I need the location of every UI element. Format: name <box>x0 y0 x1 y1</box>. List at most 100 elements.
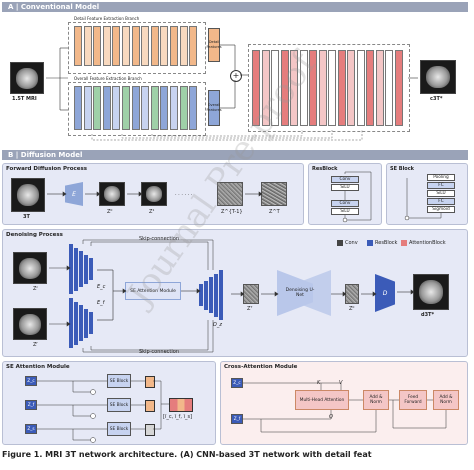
layer-bar <box>112 86 121 130</box>
z-t-1-label: Z^{T-1} <box>221 209 243 215</box>
layer-bar <box>189 86 198 130</box>
resblock-silu-1: SiLU <box>331 184 359 191</box>
seblock-sigmoid: Sigmoid <box>427 206 455 213</box>
final-decoder: D <box>375 274 395 312</box>
layer-bar <box>83 86 92 130</box>
zf-label: Zᶠ <box>33 342 38 348</box>
section-b-header: B | Diffusion Model <box>2 150 468 160</box>
denoising-title: Denoising Process <box>6 232 63 238</box>
layer-bar <box>141 26 150 66</box>
layer-bar <box>160 26 169 66</box>
z0-label: Z⁰ <box>107 209 113 215</box>
layer-bar <box>83 26 92 66</box>
encoder-ef-label: E_f <box>97 300 105 306</box>
layer-bar <box>252 50 260 126</box>
layer-bar <box>170 86 178 130</box>
overall-features-block: Overall Features <box>206 90 222 126</box>
layer-bar <box>131 86 140 130</box>
encoder-layer <box>89 258 93 280</box>
layer-bar <box>93 26 102 66</box>
3t-input-cube <box>11 178 45 212</box>
layer-bar <box>271 50 279 126</box>
se-input-zs: Z_s <box>25 424 37 434</box>
forward-dots: · · · · · · <box>175 192 193 198</box>
layer-bar <box>366 50 374 126</box>
cross-attention-arrows <box>243 382 447 433</box>
legend-attention: AttentionBlock <box>409 240 446 246</box>
mri-1.5t-input-cube <box>10 62 44 94</box>
layer-bar <box>150 86 159 130</box>
section-a-header: A | Conventional Model <box>2 2 468 12</box>
feed-forward: Feed Forward <box>399 390 427 410</box>
layer-bar <box>356 50 365 126</box>
layer-bar <box>141 86 150 130</box>
cross-attention-panel: Cross-Attention Module Z_c Z_f K V Q Mul… <box>220 361 468 445</box>
seblock-pooling: Pooling <box>427 174 455 181</box>
seblock-arrows <box>404 178 442 221</box>
legend-conv-swatch <box>337 240 343 246</box>
layer-bar <box>394 50 403 126</box>
seblock-silu: SiLU <box>427 190 455 197</box>
zt-label: Z^T <box>269 209 280 215</box>
legend-conv: Conv <box>345 240 358 246</box>
conventional-model-panel: 1.5T MRI Detail Feature Extraction Branc… <box>2 14 468 146</box>
encoder-layer <box>79 305 83 341</box>
forward-diffusion-panel: Forward Diffusion Process 3T E Z⁰ Z¹ · ·… <box>2 163 304 225</box>
layer-bar <box>74 26 82 66</box>
input-label: 1.5T MRI <box>12 96 37 102</box>
3t-label: 3T <box>23 214 30 220</box>
encoder-layer <box>89 312 93 334</box>
ca-input-zf: Z_f <box>231 414 243 424</box>
zt-noise-label: Zᵀ <box>247 306 253 312</box>
forward-diffusion-title: Forward Diffusion Process <box>6 166 88 172</box>
resblock-conv-1: Conv <box>331 176 359 183</box>
overall-branch-frame <box>68 82 206 136</box>
detail-layer-stack <box>74 26 200 66</box>
zf-input-cube <box>13 308 47 340</box>
resblock-panel: ResBlock Conv SiLU Conv SiLU <box>308 163 382 225</box>
forward-encoder-label: E <box>72 190 76 198</box>
legend-resblock-swatch <box>367 240 373 246</box>
layer-bar <box>189 26 198 66</box>
layer-bar <box>170 26 178 66</box>
seblock-fc-2: FC <box>427 198 455 205</box>
encoder-layer <box>74 301 78 345</box>
d3t-output-cube <box>413 274 449 310</box>
layer-bar <box>385 50 393 126</box>
zc-input-cube <box>13 252 47 284</box>
encoder-layer <box>69 244 73 294</box>
layer-bar <box>112 26 121 66</box>
encoder-layer <box>84 308 88 338</box>
se-concat-output <box>169 398 193 412</box>
seblock-panel: SE Block Pooling FC SiLU FC Sigmoid <box>386 163 468 225</box>
concat-operator: + <box>230 70 242 82</box>
output-label: c3T* <box>430 96 443 102</box>
layer-bar <box>179 26 188 66</box>
add-norm-2: Add & Norm <box>433 390 459 410</box>
layer-bar <box>93 86 102 130</box>
encoder-layer <box>209 277 213 313</box>
layer-bar <box>131 26 140 66</box>
ca-input-zc: Z_c <box>231 378 243 388</box>
layer-bar <box>309 50 317 126</box>
layer-bar <box>299 50 308 126</box>
skip-connection-top: Skip-connection <box>139 236 179 242</box>
layer-bar <box>160 86 169 130</box>
layer-bar <box>328 50 336 126</box>
seblock-title: SE Block <box>390 166 415 172</box>
resblock-title: ResBlock <box>312 166 338 172</box>
se-attention-arrows <box>37 380 169 443</box>
layer-bar <box>375 50 384 126</box>
se-output-2 <box>145 400 155 412</box>
detail-features-block: Detail Features <box>206 28 222 62</box>
seblock-fc-1: FC <box>427 182 455 189</box>
encoder-layer <box>214 273 218 317</box>
decoder-dz-label: D_z <box>213 322 222 328</box>
layer-bar <box>261 50 270 126</box>
denoising-arrows <box>49 239 415 353</box>
forward-encoder: E <box>65 182 83 206</box>
final-decoder-label: D <box>382 289 388 297</box>
overall-layer-stack <box>74 86 200 130</box>
layer-bar <box>122 26 130 66</box>
se-block-3: SE Block <box>107 422 131 436</box>
